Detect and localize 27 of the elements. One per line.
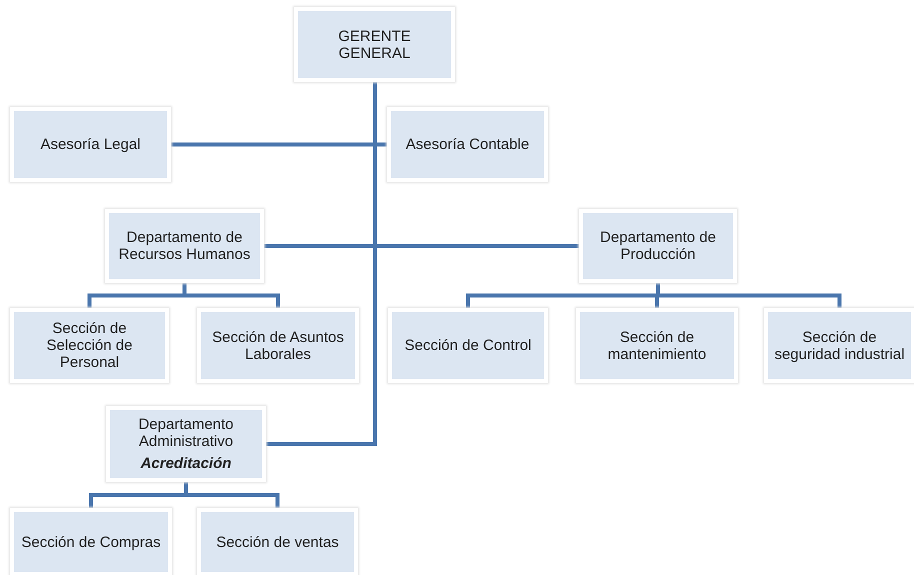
node-title: Sección de mantenimiento [606, 328, 708, 362]
node-title: Sección de ventas [216, 534, 339, 550]
org-box [391, 111, 544, 178]
node-title: Sección de Control [404, 337, 532, 354]
org-box [201, 312, 355, 379]
node-title: Sección de seguridad industrial [773, 328, 906, 362]
node-title: Departamento de Producción [599, 229, 717, 263]
org-box [298, 11, 451, 78]
subtitle-text: Acreditación [140, 455, 232, 472]
node-title: Asesoría Legal [40, 136, 141, 153]
org-box [580, 312, 734, 379]
org-box [110, 410, 262, 478]
org-box [109, 213, 260, 279]
org-box [392, 312, 544, 379]
org-box [14, 512, 168, 572]
node-title: Sección de Asuntos Laborales [211, 328, 345, 362]
node-title: Sección de Selección de Personal [46, 320, 134, 371]
org-box [201, 512, 354, 572]
node-title: Departamento Administrativo [137, 416, 235, 450]
node-title: Departamento de Recursos Humanos [118, 229, 252, 263]
org-box [768, 312, 911, 379]
org-box [583, 213, 733, 279]
org-box [14, 312, 165, 379]
node-title: GERENTE GENERAL [337, 28, 412, 62]
node-title: Asesoría Contable [406, 136, 530, 153]
node-title: Sección de Compras [21, 534, 161, 550]
org-box [14, 111, 167, 178]
